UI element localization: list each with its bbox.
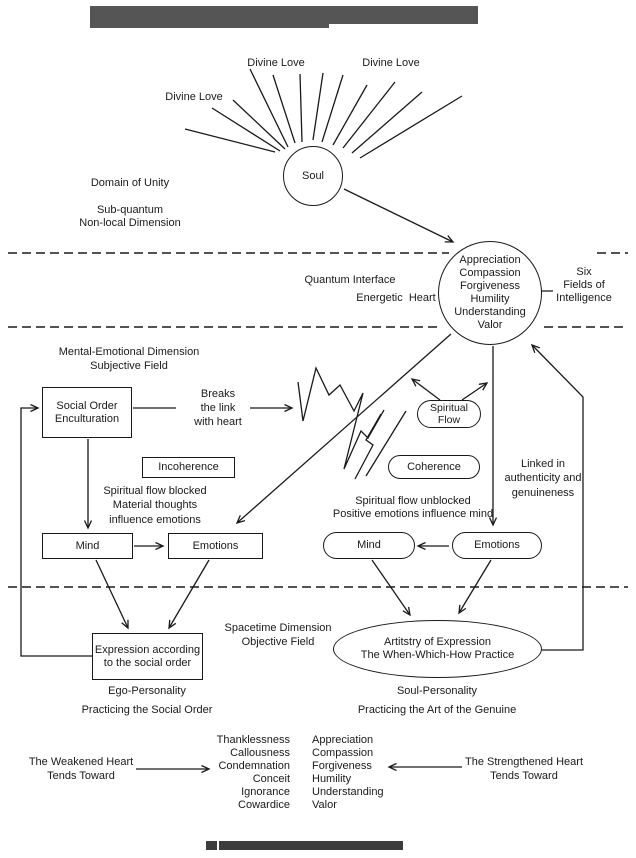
- incoherence-box: Incoherence: [142, 457, 235, 478]
- social-order-box: Social Order Enculturation: [42, 387, 132, 438]
- redacted-footer-mark: [206, 841, 217, 850]
- dimension-boundary-dashes: [8, 252, 628, 588]
- linked-authenticity-label: Linked in authenticity and genuineness: [504, 458, 582, 499]
- energetic-heart-label: Energetic Heart: [356, 292, 436, 304]
- divine-love-label-right: Divine Love: [362, 57, 420, 69]
- flow-unblocked-label: Spiritual flow unblocked Positive emotio…: [332, 495, 494, 520]
- arrow-emotions-to-artistry: [459, 559, 492, 613]
- strengthened-tendency-list: Appreciation Compassion Forgiveness Humi…: [312, 734, 384, 811]
- domain-of-unity-label: Domain of Unity: [90, 177, 170, 189]
- feedback-loop-right: [532, 345, 584, 651]
- spacetime-label: Spacetime Dimension Objective Field: [224, 622, 332, 648]
- strengthened-heart-label: The Strengthened Heart Tends Toward: [464, 756, 584, 782]
- divine-love-label-left: Divine Love: [165, 91, 223, 103]
- six-fields-label: Six Fields of Intelligence: [556, 266, 612, 304]
- arrow-spiritualflow-left: [412, 379, 441, 401]
- arrow-heart-to-emotions-left: [237, 333, 452, 523]
- expression-box: Expression according to the social order: [92, 633, 203, 680]
- coherence-box: Coherence: [388, 455, 480, 479]
- feedback-loop-left: [20, 408, 92, 657]
- redacted-title-bar-2: [90, 6, 329, 28]
- arrow-mind-to-expression: [95, 559, 128, 628]
- arrow-soul-to-heart: [343, 188, 453, 242]
- divine-love-rays: [184, 68, 463, 159]
- emotions-box-left: Emotions: [168, 533, 263, 559]
- redacted-footer-bar: [219, 841, 403, 850]
- broken-link-lightning-icon: [297, 366, 407, 480]
- arrow-spiritualflow-right: [461, 383, 487, 401]
- quantum-interface-label: Quantum Interface: [304, 274, 396, 286]
- weakened-heart-label: The Weakened Heart Tends Toward: [28, 756, 134, 782]
- subquantum-label: Sub-quantum Non-local Dimension: [79, 204, 181, 229]
- spiritual-flow-box: Spiritual Flow: [417, 400, 481, 428]
- arrow-mind-to-artistry: [371, 559, 410, 615]
- weakened-tendency-list: Thanklessness Callousness Condemnation C…: [216, 734, 290, 811]
- arrow-emotions-to-expression: [169, 559, 210, 628]
- mind-box-right: Mind: [323, 532, 415, 559]
- practicing-genuine-label: Practicing the Art of the Genuine: [357, 704, 517, 716]
- flow-blocked-label: Spiritual flow blocked Material thoughts…: [103, 485, 207, 526]
- energetic-heart-circle: Appreciation Compassion Forgiveness Humi…: [438, 241, 542, 345]
- ego-personality-label: Ego-Personality: [108, 685, 186, 697]
- soul-label: Soul: [301, 169, 325, 182]
- mind-box-left: Mind: [42, 533, 133, 559]
- mental-emotional-label: Mental-Emotional Dimension Subjective Fi…: [58, 346, 200, 372]
- artistry-ellipse: Artitstry of Expression The When-Which-H…: [333, 620, 542, 678]
- divine-love-label-mid: Divine Love: [247, 57, 305, 69]
- practicing-social-order-label: Practicing the Social Order: [81, 704, 213, 716]
- soul-circle: Soul: [283, 146, 343, 206]
- emotions-box-right: Emotions: [452, 532, 542, 559]
- breaks-link-label: Breaks the link with heart: [194, 388, 242, 428]
- soul-personality-label: Soul-Personality: [396, 685, 478, 697]
